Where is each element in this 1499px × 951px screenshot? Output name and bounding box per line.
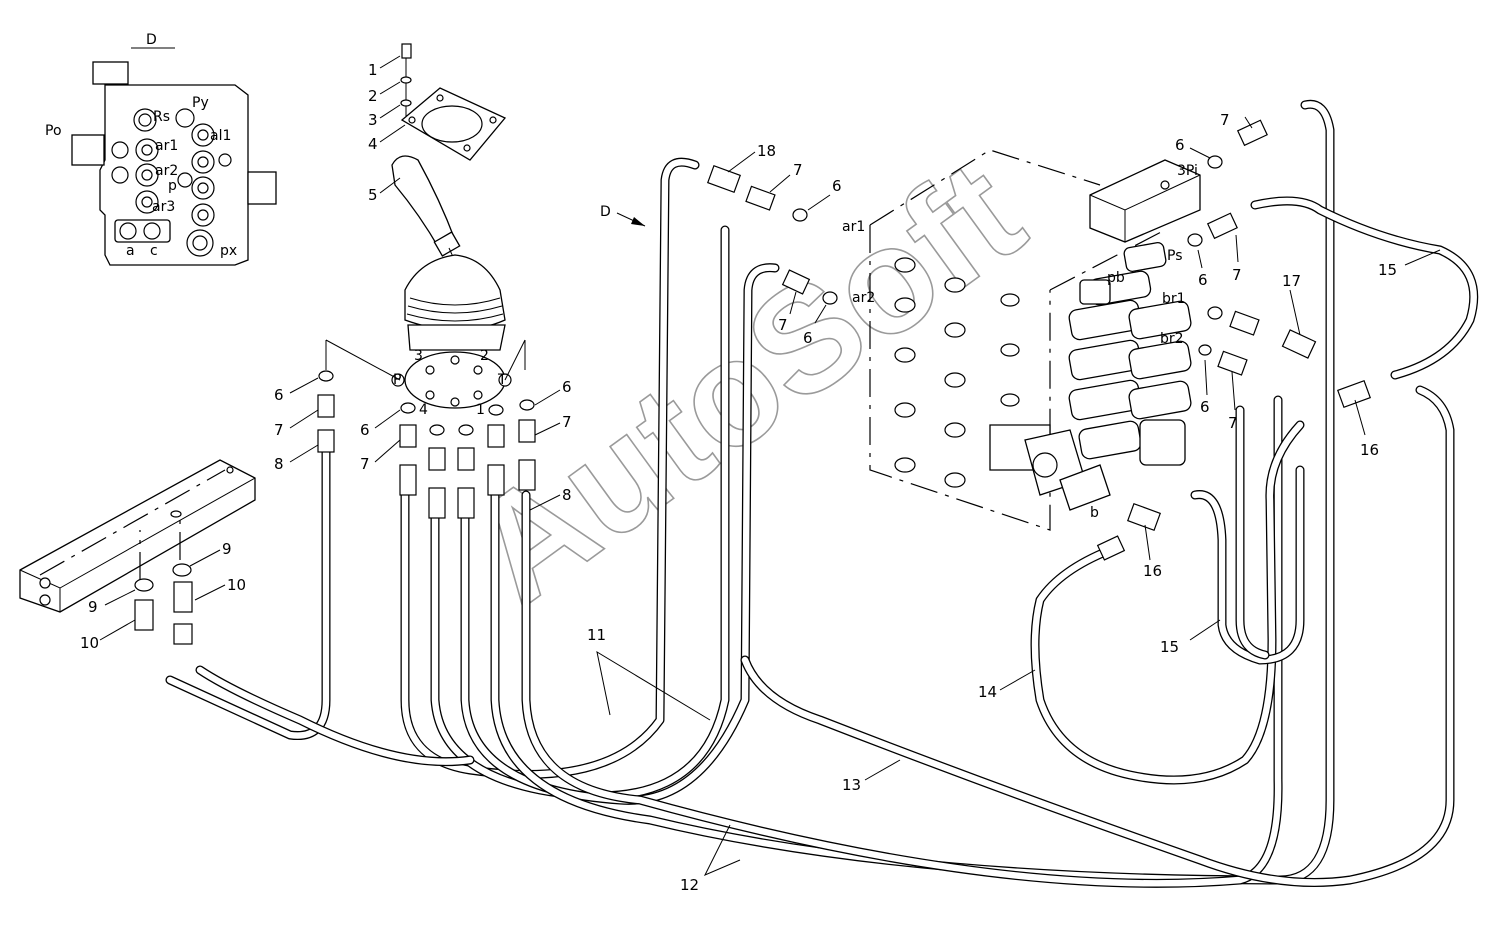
callout-7-ar2: 7 — [778, 316, 788, 334]
callout-7-left: 7 — [274, 421, 284, 439]
valve-spools — [989, 242, 1192, 511]
view-title: D — [146, 32, 157, 48]
valve-3pi-label: 3Pi — [1177, 163, 1198, 179]
callout-6-3pi: 6 — [1175, 136, 1185, 154]
port-c-label: c — [150, 243, 158, 259]
joystick-port-t: T — [497, 372, 507, 388]
valve-ar1-label: ar1 — [842, 219, 865, 235]
joystick-assembly: 3 2 P T 4 1 — [325, 43, 526, 418]
callout-10-right: 10 — [227, 576, 246, 594]
view-arrow-label: D — [600, 204, 611, 220]
callout-7-ps: 7 — [1232, 266, 1242, 284]
valve-ps-label: Ps — [1167, 248, 1183, 264]
port-py-label: Py — [192, 95, 209, 111]
valve-br2-label: br2 — [1160, 331, 1184, 347]
valve-ar2-label: ar2 — [852, 290, 875, 306]
callouts: 1 2 3 4 5 6 7 8 6 7 6 7 8 9 10 9 10 11 — [80, 55, 1441, 894]
port-al1-label: al1 — [210, 128, 231, 144]
port-px-label: px — [220, 243, 237, 259]
callout-12: 12 — [680, 876, 699, 894]
callout-6-right: 6 — [562, 378, 572, 396]
joystick-port-p: P — [393, 372, 401, 388]
valve-pb-label: pb — [1107, 270, 1125, 286]
callout-6-left: 6 — [274, 386, 284, 404]
callout-11: 11 — [587, 626, 606, 644]
callout-1: 1 — [368, 61, 378, 79]
callout-8-left: 8 — [274, 455, 284, 473]
joystick-port-4: 4 — [419, 402, 428, 418]
callout-7-top: 7 — [793, 161, 803, 179]
callout-17: 17 — [1282, 272, 1301, 290]
callout-7-3pi: 7 — [1220, 111, 1230, 129]
callout-9-right: 9 — [222, 540, 232, 558]
port-rs-label: Rs — [153, 109, 170, 125]
valve-face-ports — [894, 257, 1020, 488]
callout-6-ar2: 6 — [803, 329, 813, 347]
callout-9-left: 9 — [88, 598, 98, 616]
valve-br1-label: br1 — [1162, 291, 1186, 307]
valve-b-label: b — [1090, 505, 1099, 521]
callout-14: 14 — [978, 683, 997, 701]
left-manifold — [19, 459, 256, 645]
callout-7-right: 7 — [562, 413, 572, 431]
callout-5: 5 — [368, 186, 378, 204]
section-d-view: D Po Py Rs al1 ar1 ar2 p ar3 a c px — [45, 32, 277, 266]
port-a-label: a — [126, 243, 135, 259]
callout-7-br2: 7 — [1228, 414, 1238, 432]
callout-16-right: 16 — [1360, 441, 1379, 459]
port-ar2-label: ar2 — [155, 163, 178, 179]
callout-3: 3 — [368, 111, 378, 129]
callout-18: 18 — [757, 142, 776, 160]
callout-15-upper: 15 — [1378, 261, 1397, 279]
port-p-label: p — [168, 178, 177, 194]
callout-6-top: 6 — [832, 177, 842, 195]
callout-13: 13 — [842, 776, 861, 794]
callout-15-lower: 15 — [1160, 638, 1179, 656]
callout-2: 2 — [368, 87, 378, 105]
callout-7-mid: 7 — [360, 455, 370, 473]
joystick-fittings — [317, 370, 536, 519]
port-ar1-label: ar1 — [155, 138, 178, 154]
callout-6-mid: 6 — [360, 421, 370, 439]
port-ar3-label: ar3 — [152, 199, 175, 215]
joystick-port-1: 1 — [476, 402, 485, 418]
callout-6-br2: 6 — [1200, 398, 1210, 416]
hoses — [165, 99, 1479, 888]
valve-fittings — [706, 119, 1372, 561]
callout-8-right: 8 — [562, 486, 572, 504]
port-po-label: Po — [45, 123, 62, 139]
main-valve: ar1 ar2 3Pi Ps pb br1 br2 b — [842, 149, 1201, 531]
callout-10-left: 10 — [80, 634, 99, 652]
callout-6-ps: 6 — [1198, 271, 1208, 289]
callout-4: 4 — [368, 135, 378, 153]
joystick-port-2: 2 — [480, 348, 489, 364]
joystick-port-3: 3 — [414, 348, 423, 364]
callout-16-lower: 16 — [1143, 562, 1162, 580]
